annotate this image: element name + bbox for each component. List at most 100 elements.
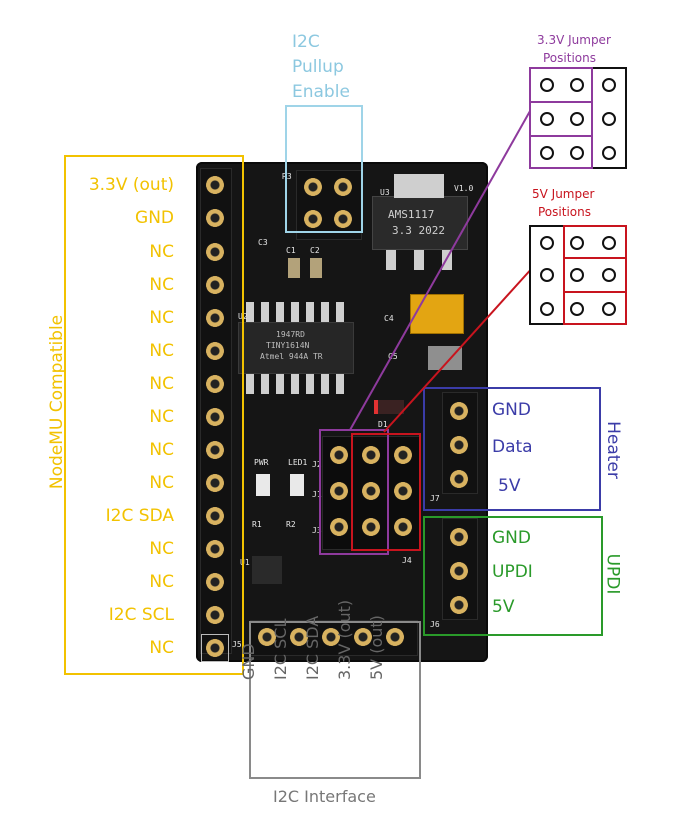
heater-pin-3 [446, 466, 472, 492]
smd-diode [374, 400, 404, 414]
mcu-leg-top-6 [321, 302, 329, 322]
jumper5v-dot-r2c2 [570, 268, 584, 282]
mcu-leg-bottom-5 [306, 374, 314, 394]
silk-c5: C5 [388, 352, 398, 361]
left-pin-2 [202, 205, 228, 231]
jumper33-title-line-2: Positions [543, 51, 596, 65]
heater-pin-gnd: GND [492, 400, 531, 420]
mcu-marking-3: 1947RD [276, 330, 305, 339]
nodemcu-side-label: NodeMU Compatible [47, 314, 68, 490]
mcu-marking-2: TINY1614N [266, 341, 310, 350]
silk-c1: C1 [286, 246, 296, 255]
board-jumper-pin-r3c3 [390, 514, 416, 540]
left-pin-14 [202, 602, 228, 628]
silk-j4: J4 [402, 556, 412, 565]
left-pin-label-6: NC [149, 341, 174, 361]
i2c-outline [249, 621, 421, 779]
jumper33-dot-r3c2 [570, 146, 584, 160]
mcu-leg-top-3 [276, 302, 284, 322]
jumper33-leader [349, 103, 535, 431]
mcu-leg-bottom-2 [261, 374, 269, 394]
silk-c3: C3 [258, 238, 268, 247]
jumper33-dot-r3c1 [540, 146, 554, 160]
silk-led1: LED1 [288, 458, 308, 467]
i2c-pin-label-3: I2C SDA [303, 615, 322, 680]
i2c-pin-label-4: 3.3V (out) [335, 599, 354, 680]
regulator-marking-1: AMS1117 [388, 208, 435, 221]
silk-j2: J2 [312, 460, 322, 469]
smd-led-pwr [256, 474, 270, 496]
updi-pin-3 [446, 592, 472, 618]
board-jumper-pin-r3c1 [326, 514, 352, 540]
silk-d1: D1 [378, 420, 388, 429]
left-pin-label-14: I2C SCL [108, 605, 174, 625]
regulator-marking-2: 3.3 2022 [392, 224, 445, 237]
i2c-pin-5 [382, 624, 408, 650]
mcu-leg-bottom-4 [291, 374, 299, 394]
left-pin-11 [202, 503, 228, 529]
i2c-pin-1 [254, 624, 280, 650]
pullup-pin-r2c2 [330, 206, 356, 232]
left-pin-3 [202, 239, 228, 265]
left-pin-6 [202, 338, 228, 364]
board-jumper-pin-r1c2 [358, 442, 384, 468]
left-pin-label-8: NC [149, 407, 174, 427]
silk-j1: J1 [312, 490, 322, 499]
jumper33-dot-r3c3 [602, 146, 616, 160]
jumper33-dot-r2c2 [570, 112, 584, 126]
silk-j3: J3 [312, 526, 322, 535]
board-jumper-pin-r3c2 [358, 514, 384, 540]
silk-j7: J7 [430, 494, 440, 503]
smd-cap-c5 [428, 346, 462, 370]
left-pin-label-15: NC [149, 638, 174, 658]
silk-r1: R1 [252, 520, 262, 529]
jumper5v-dot-r3c1 [540, 302, 554, 316]
jumper5v-dot-r2c1 [540, 268, 554, 282]
jumper5v-dot-r3c2 [570, 302, 584, 316]
silk-c2: C2 [310, 246, 320, 255]
left-pin-13 [202, 569, 228, 595]
left-pin-7 [202, 371, 228, 397]
board-jumper-pin-r2c1 [326, 478, 352, 504]
regulator-leg-2 [414, 250, 424, 270]
left-pin-8 [202, 404, 228, 430]
i2c-pin-label-2: I2C SCL [271, 618, 290, 680]
updi-pin-updi: UPDI [492, 562, 533, 582]
left-pin-label-12: NC [149, 539, 174, 559]
board-jumper-pin-r2c3 [390, 478, 416, 504]
mcu-marking-1: Atmel 944A TR [260, 352, 323, 361]
silk-r2: R2 [286, 520, 296, 529]
heater-pin-1 [446, 398, 472, 424]
regulator-tab [394, 174, 444, 198]
updi-pin-gnd: GND [492, 528, 531, 548]
jumper5v-dot-r1c2 [570, 236, 584, 250]
i2c-title: I2C Interface [273, 787, 376, 806]
updi-pin-1 [446, 524, 472, 550]
silk-pwr: PWR [254, 458, 269, 467]
pullup-pin-r2c1 [300, 206, 326, 232]
left-pin-label-1: 3.3V (out) [88, 175, 174, 195]
pullup-outline [285, 105, 363, 233]
left-pin-label-5: NC [149, 308, 174, 328]
heater-title: Heater [602, 421, 623, 479]
left-pin-label-13: NC [149, 572, 174, 592]
mcu-leg-bottom-1 [246, 374, 254, 394]
jumper5v-dot-r2c3 [602, 268, 616, 282]
jumper5v-title-line-2: Positions [538, 205, 591, 219]
updi-title: UPDI [602, 553, 623, 595]
updi-pin-5v: 5V [492, 597, 515, 617]
board-jumper-pin-r1c1 [326, 442, 352, 468]
mcu-leg-top-7 [336, 302, 344, 322]
jumper33-dot-r1c1 [540, 78, 554, 92]
smd-led1 [290, 474, 304, 496]
left-pin-label-2: GND [135, 208, 174, 228]
mcu-leg-top-1 [246, 302, 254, 322]
i2c-pin-label-1: GND [239, 643, 258, 680]
pullup-title-line-1: I2C [292, 32, 320, 52]
heater-pin-2 [446, 432, 472, 458]
jumper33-dot-r1c2 [570, 78, 584, 92]
mcu-leg-bottom-3 [276, 374, 284, 394]
i2c-pin-label-5: 5V (out) [367, 615, 386, 680]
mcu-leg-top-5 [306, 302, 314, 322]
silk-version: V1.0 [454, 184, 474, 193]
